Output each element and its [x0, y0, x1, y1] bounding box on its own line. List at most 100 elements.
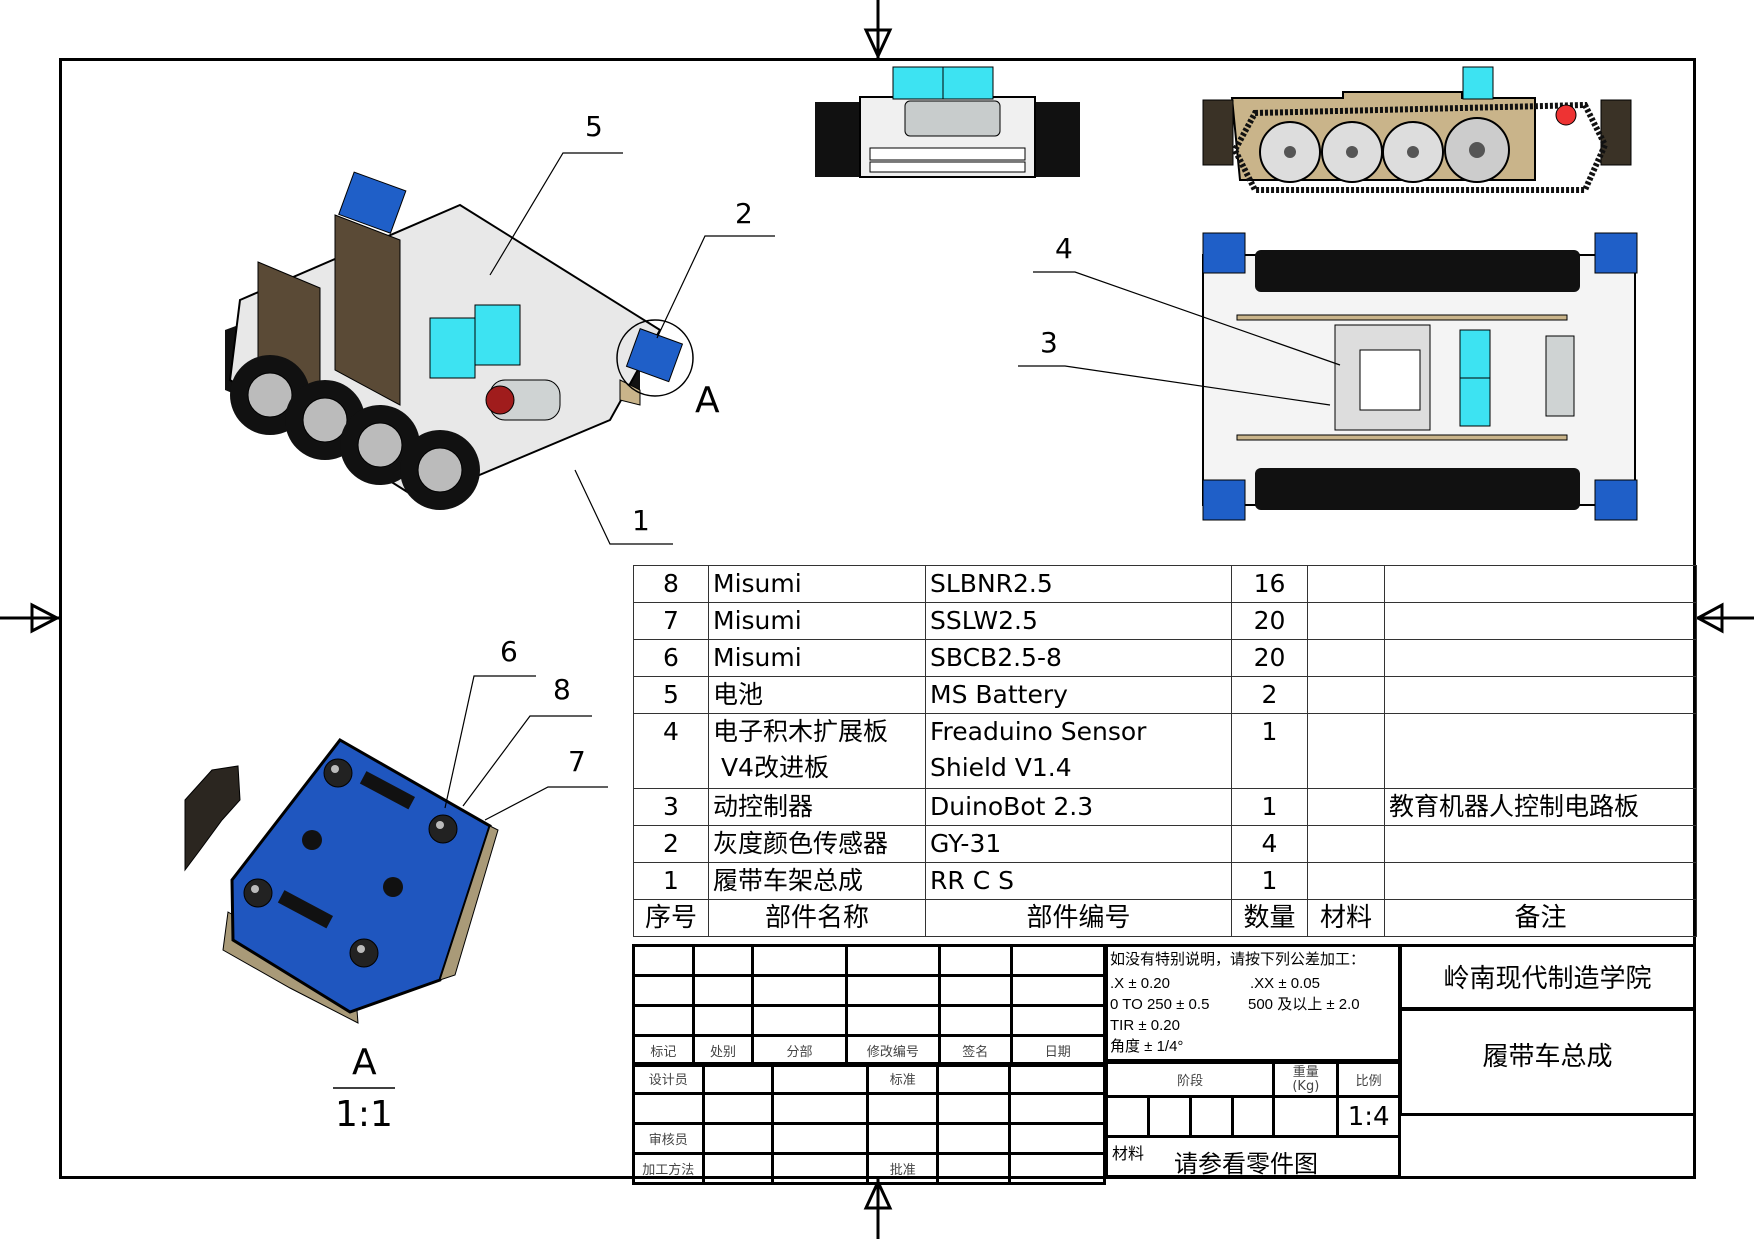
- side-plate-rear: [334, 214, 401, 406]
- revision-grid: 标记 处别 分部 修改编号 签名 日期: [632, 944, 1107, 1067]
- bom-header-no: 序号: [633, 899, 709, 937]
- bom-part-no: SBCB2.5-8: [925, 639, 1232, 677]
- process-label: 加工方法: [632, 1152, 705, 1185]
- bom-part-no: MS Battery: [925, 676, 1232, 714]
- bom-qty: 16: [1231, 565, 1308, 603]
- bom-no: 5: [633, 676, 709, 714]
- reviewer-label: 审核员: [632, 1122, 705, 1155]
- bom-remark: [1384, 713, 1697, 789]
- bom-material: [1307, 825, 1385, 863]
- sensor-top: [338, 171, 407, 234]
- center-mark-left-arrow: [30, 602, 61, 634]
- bom-name-line1: 电子积木扩展板: [713, 717, 889, 746]
- drawing-title: 履带车总成: [1482, 1042, 1613, 1072]
- sensor-front: [625, 328, 684, 383]
- leader-lines-top: [1018, 271, 1341, 406]
- bom-no: 7: [633, 602, 709, 640]
- bom-name: 电池: [708, 676, 926, 714]
- bom-no: 8: [633, 565, 709, 603]
- balloon-6: 6: [500, 635, 518, 668]
- tolerance-angle: 角度 ± 1/4°: [1110, 1038, 1184, 1055]
- bom-name: 电子积木扩展板 V4改进板: [708, 713, 926, 789]
- bom-qty: 2: [1231, 676, 1308, 714]
- rev-header-change-no: 修改编号: [844, 1034, 942, 1067]
- bom-material: [1307, 602, 1385, 640]
- bom-remark: 教育机器人控制电路板: [1384, 788, 1697, 826]
- organization-name: 岭南现代制造学院: [1443, 964, 1652, 994]
- detail-view-scale: 1:1: [335, 1094, 393, 1135]
- tolerance-range-1: 0 TO 250 ± 0.5: [1110, 996, 1210, 1013]
- battery-2: [474, 304, 521, 366]
- bom-name: 灰度颜色传感器: [708, 825, 926, 863]
- approve-label: 批准: [866, 1152, 940, 1185]
- standard-label: 标准: [866, 1062, 940, 1095]
- bom-header: 序号部件名称部件编号数量材料备注: [633, 899, 1697, 937]
- tolerance-xx: .XX ± 0.05: [1250, 975, 1320, 992]
- bom-part-no-line2: Shield V1.4: [930, 753, 1072, 782]
- bom-header-part-no: 部件编号: [925, 899, 1232, 937]
- bom-name: 履带车架总成: [708, 862, 926, 900]
- bom-material: [1307, 862, 1385, 900]
- bom-remark: [1384, 602, 1697, 640]
- tolerance-tir: TIR ± 0.20: [1110, 1017, 1180, 1034]
- bom-no: 2: [633, 825, 709, 863]
- bom-qty: 1: [1231, 862, 1308, 900]
- center-mark-top-arrow: [863, 28, 893, 60]
- bom-remark: [1384, 862, 1697, 900]
- rev-header-zone: 分部: [751, 1034, 848, 1067]
- bom-header-material: 材料: [1307, 899, 1385, 937]
- approval-grid: 设计员 标准 审核员 加工方法 批准: [632, 1062, 1107, 1185]
- bom-name-line2: V4改进板: [713, 753, 829, 782]
- bom-part-no: RR C S: [925, 862, 1232, 900]
- weight-unit: (Kg): [1292, 1078, 1320, 1094]
- bom-qty: 1: [1231, 788, 1308, 826]
- bom-no: 4: [633, 713, 709, 789]
- center-mark-right-arrow: [1694, 602, 1724, 634]
- bom-remark: [1384, 639, 1697, 677]
- balloon-2: 2: [735, 197, 753, 230]
- scale-value: 1:4: [1336, 1095, 1401, 1138]
- detail-view-label: A: [352, 1042, 377, 1083]
- bom-remark: [1384, 825, 1697, 863]
- balloon-3: 3: [1040, 326, 1058, 359]
- bom-qty: 1: [1231, 713, 1308, 789]
- balloon-8: 8: [553, 673, 571, 706]
- bom-part-no: SLBNR2.5: [925, 565, 1232, 603]
- bom-part-no-line1: Freaduino Sensor: [930, 717, 1147, 746]
- tolerance-x: .X ± 0.20: [1110, 975, 1170, 992]
- center-mark-bottom-arrow: [863, 1178, 893, 1210]
- bom-header-remark: 备注: [1384, 899, 1697, 937]
- tolerance-range-2: 500 及以上 ± 2.0: [1248, 996, 1360, 1013]
- weight-label: 重量: [1292, 1064, 1319, 1080]
- bom-name: Misumi: [708, 565, 926, 603]
- bom-name: Misumi: [708, 602, 926, 640]
- bom-name: Misumi: [708, 639, 926, 677]
- bom-remark: [1384, 565, 1697, 603]
- bom-material: [1307, 676, 1385, 714]
- scale-label: 比例: [1336, 1061, 1401, 1098]
- bom-no: 3: [633, 788, 709, 826]
- bom-remark: [1384, 676, 1697, 714]
- track-top: [1255, 250, 1580, 292]
- material-value: 请参看零件图: [1174, 1150, 1318, 1178]
- stage-weight-scale: 阶段 重量(Kg) 比例 1:4 材料 请参看零件图: [1104, 1061, 1401, 1178]
- rev-header-date: 日期: [1009, 1034, 1107, 1067]
- rev-header-signature: 签名: [938, 1034, 1013, 1067]
- designer-label: 设计员: [632, 1062, 705, 1095]
- track-bottom: [1255, 468, 1580, 510]
- rev-header-mark: 标记: [632, 1034, 695, 1067]
- bom-qty: 20: [1231, 639, 1308, 677]
- bom-material: [1307, 713, 1385, 789]
